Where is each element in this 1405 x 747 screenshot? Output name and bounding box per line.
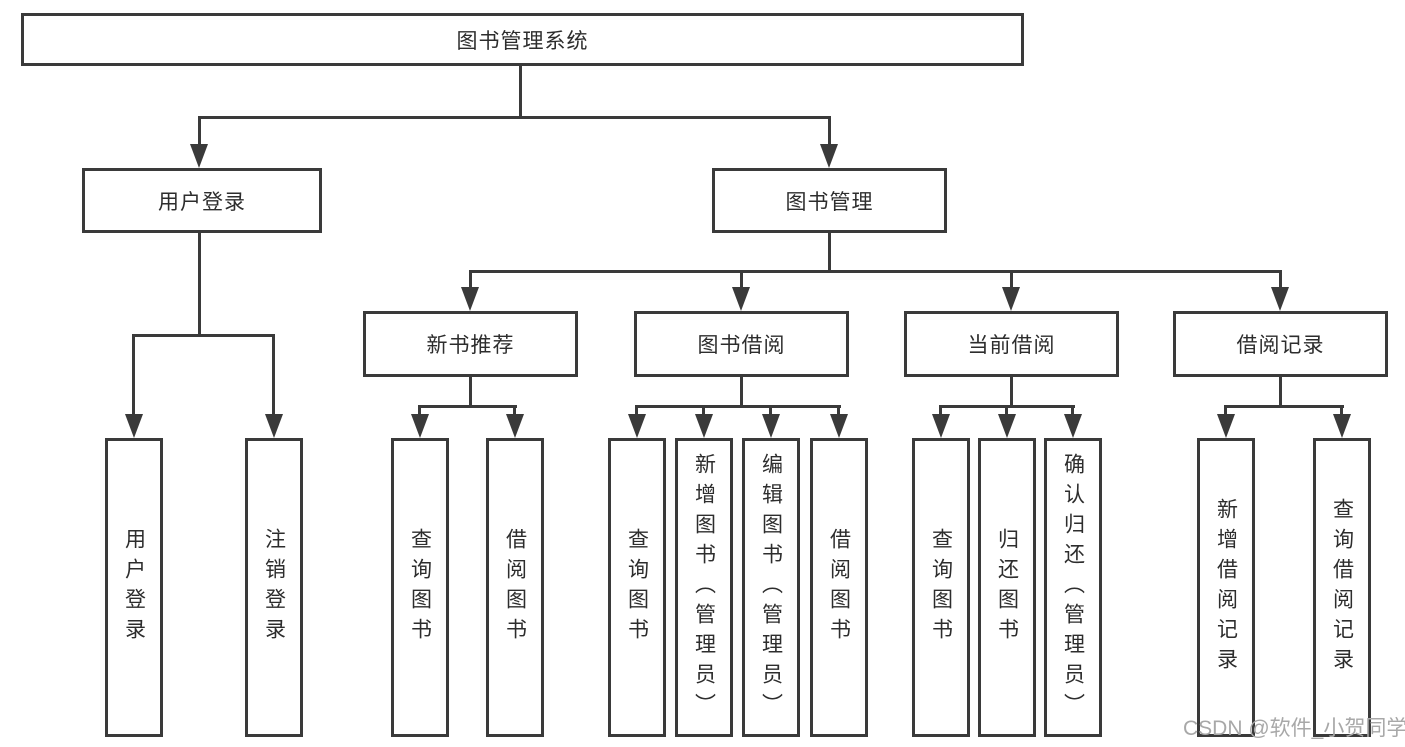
node-current-borrowing: 当前借阅 bbox=[904, 311, 1119, 377]
connector-root-bar bbox=[198, 116, 831, 119]
connector-stem-book-borrowing bbox=[740, 272, 743, 290]
node-label: 新增图书（管理员） bbox=[692, 452, 716, 723]
arrowhead-down-icon bbox=[1271, 287, 1289, 311]
connector-current-borrowing-trunk bbox=[1010, 377, 1013, 407]
connector-stem-leaf bbox=[837, 407, 840, 417]
connector-stem-leaf bbox=[1071, 407, 1074, 417]
arrowhead-down-icon bbox=[1064, 414, 1082, 438]
connector-borrowing-records-bar bbox=[1224, 405, 1344, 408]
node-label: 当前借阅 bbox=[967, 334, 1056, 357]
node-label: 用户登录 bbox=[158, 190, 246, 214]
arrowhead-down-icon bbox=[190, 144, 208, 168]
node-label: 借阅图书 bbox=[503, 527, 527, 648]
connector-stem-leaf bbox=[769, 407, 772, 417]
connector-stem-leaf bbox=[1005, 407, 1008, 417]
leaf-borrow-books-recommend: 借阅图书 bbox=[486, 438, 544, 737]
connector-stem-leaf bbox=[702, 407, 705, 417]
node-label: 新增借阅记录 bbox=[1214, 497, 1238, 678]
connector-stem-borrowing-records bbox=[1279, 272, 1282, 290]
connector-stem-book-management bbox=[828, 118, 831, 146]
arrowhead-down-icon bbox=[1002, 287, 1020, 311]
node-label: 查询图书 bbox=[408, 527, 432, 648]
connector-root-trunk bbox=[519, 66, 522, 118]
arrowhead-down-icon bbox=[830, 414, 848, 438]
node-label: 借阅图书 bbox=[827, 527, 851, 648]
node-library-management-system: 图书管理系统 bbox=[21, 13, 1024, 66]
arrowhead-down-icon bbox=[628, 414, 646, 438]
arrowhead-down-icon bbox=[1217, 414, 1235, 438]
arrowhead-down-icon bbox=[506, 414, 524, 438]
arrowhead-down-icon bbox=[695, 414, 713, 438]
node-label: 查询图书 bbox=[929, 527, 953, 648]
node-new-book-recommendation: 新书推荐 bbox=[363, 311, 578, 377]
leaf-return-books: 归还图书 bbox=[978, 438, 1036, 737]
arrowhead-down-icon bbox=[1333, 414, 1351, 438]
leaf-confirm-return-admin: 确认归还（管理员） bbox=[1044, 438, 1102, 737]
connector-stem-current-borrowing bbox=[1010, 272, 1013, 290]
leaf-add-borrow-record: 新增借阅记录 bbox=[1197, 438, 1255, 737]
leaf-search-books-current: 查询图书 bbox=[912, 438, 970, 737]
connector-book-borrowing-trunk bbox=[740, 377, 743, 407]
leaf-borrow-books: 借阅图书 bbox=[810, 438, 868, 737]
arrowhead-down-icon bbox=[932, 414, 950, 438]
connector-stem-leaf bbox=[635, 407, 638, 417]
node-label: 图书管理系统 bbox=[456, 29, 589, 53]
node-label: 用户登录 bbox=[122, 527, 146, 648]
arrowhead-down-icon bbox=[732, 287, 750, 311]
arrowhead-down-icon bbox=[125, 414, 143, 438]
node-user-login: 用户登录 bbox=[82, 168, 322, 233]
leaf-add-books-admin: 新增图书（管理员） bbox=[675, 438, 733, 737]
leaf-search-books-recommend: 查询图书 bbox=[391, 438, 449, 737]
arrowhead-down-icon bbox=[820, 144, 838, 168]
node-label: 归还图书 bbox=[995, 527, 1019, 648]
connector-user-login-trunk bbox=[198, 233, 201, 336]
connector-stem-leaf bbox=[513, 407, 516, 417]
node-book-management: 图书管理 bbox=[712, 168, 947, 233]
node-label: 图书管理 bbox=[785, 190, 874, 214]
connector-new-book-bar bbox=[418, 405, 517, 408]
connector-current-borrowing-bar bbox=[939, 405, 1075, 408]
node-label: 确认归还（管理员） bbox=[1061, 452, 1085, 723]
connector-book-borrowing-bar bbox=[635, 405, 841, 408]
node-label: 查询图书 bbox=[625, 527, 649, 648]
connector-stem-leaf bbox=[272, 336, 275, 416]
leaf-logout: 注销登录 bbox=[245, 438, 303, 737]
node-book-borrowing: 图书借阅 bbox=[634, 311, 849, 377]
node-label: 新书推荐 bbox=[426, 334, 515, 357]
connector-stem-leaf bbox=[939, 407, 942, 417]
arrowhead-down-icon bbox=[998, 414, 1016, 438]
watermark: CSDN @软件_小贺同学 bbox=[1183, 717, 1405, 740]
connector-user-login-bar bbox=[132, 334, 275, 337]
connector-book-management-trunk bbox=[828, 233, 831, 272]
connector-stem-leaf bbox=[1340, 407, 1343, 417]
leaf-search-borrow-record: 查询借阅记录 bbox=[1313, 438, 1371, 737]
node-borrowing-records: 借阅记录 bbox=[1173, 311, 1388, 377]
connector-borrowing-records-trunk bbox=[1279, 377, 1282, 407]
connector-stem-user-login bbox=[198, 118, 201, 146]
arrowhead-down-icon bbox=[461, 287, 479, 311]
node-label: 查询借阅记录 bbox=[1330, 497, 1354, 678]
connector-stem-leaf bbox=[1224, 407, 1227, 417]
node-label: 注销登录 bbox=[262, 527, 286, 648]
node-label: 借阅记录 bbox=[1236, 334, 1325, 357]
leaf-search-books-borrowing: 查询图书 bbox=[608, 438, 666, 737]
arrowhead-down-icon bbox=[265, 414, 283, 438]
arrowhead-down-icon bbox=[762, 414, 780, 438]
arrowhead-down-icon bbox=[411, 414, 429, 438]
connector-stem-new-book bbox=[469, 272, 472, 290]
node-label: 编辑图书（管理员） bbox=[759, 452, 783, 723]
connector-stem-leaf bbox=[418, 407, 421, 417]
node-label: 图书借阅 bbox=[697, 334, 786, 357]
connector-book-management-bus bbox=[469, 270, 1282, 273]
connector-stem-leaf bbox=[132, 336, 135, 416]
leaf-edit-books-admin: 编辑图书（管理员） bbox=[742, 438, 800, 737]
connector-new-book-trunk bbox=[469, 377, 472, 407]
leaf-user-login: 用户登录 bbox=[105, 438, 163, 737]
